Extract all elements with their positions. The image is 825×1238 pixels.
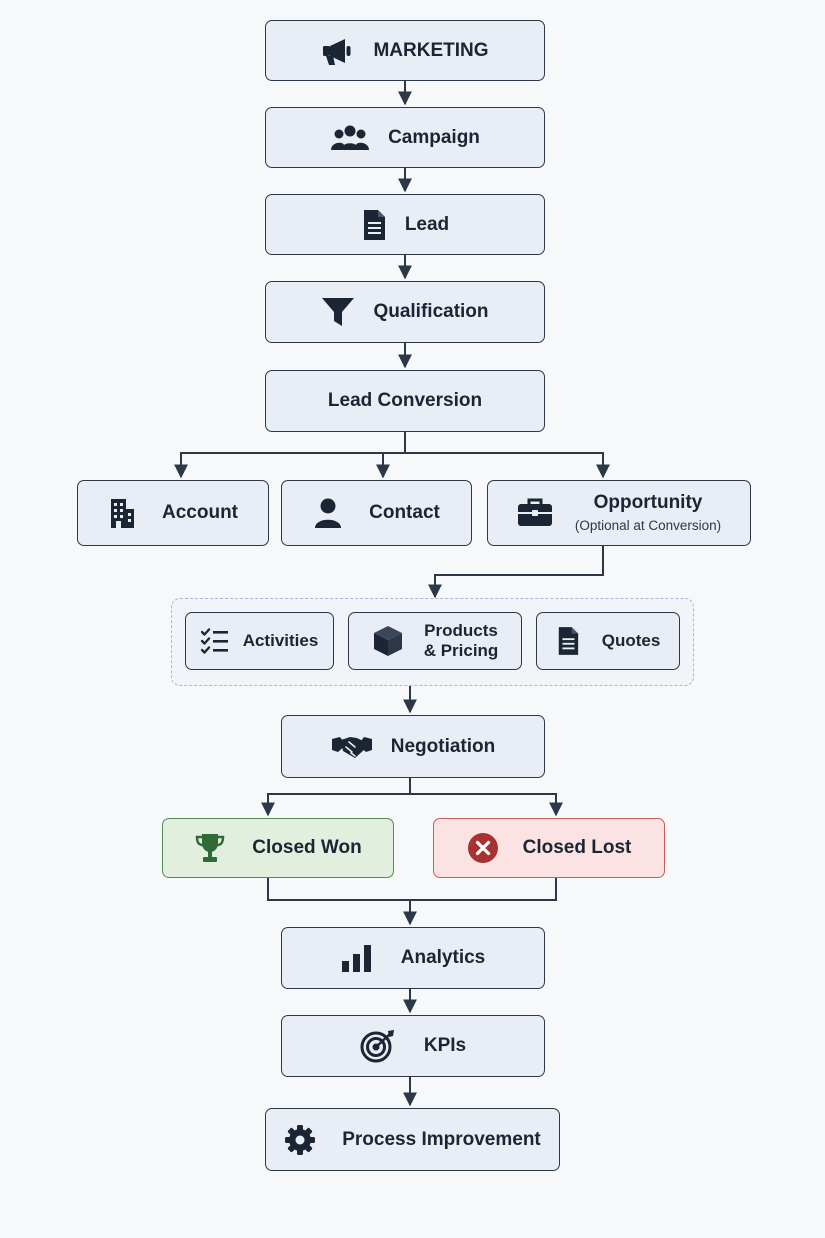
box-icon bbox=[372, 625, 404, 657]
node-marketing: MARKETING bbox=[265, 20, 545, 81]
node-account: Account bbox=[77, 480, 269, 546]
node-analytics-label: Analytics bbox=[400, 947, 486, 968]
document-icon bbox=[361, 209, 387, 241]
node-opportunity-label: Opportunity bbox=[593, 491, 703, 513]
briefcase-icon bbox=[517, 498, 553, 528]
node-qualification-label: Qualification bbox=[373, 301, 489, 322]
node-contact: Contact bbox=[281, 480, 472, 546]
node-negotiation-label: Negotiation bbox=[390, 735, 496, 757]
building-icon bbox=[108, 497, 136, 529]
person-icon bbox=[313, 497, 343, 529]
node-lead-conversion-label: Lead Conversion bbox=[327, 390, 483, 411]
node-kpis: KPIs bbox=[281, 1015, 545, 1077]
gear-icon bbox=[284, 1124, 316, 1156]
node-lead-label: Lead bbox=[404, 213, 450, 235]
node-products-label-line1: Products bbox=[424, 620, 498, 640]
node-closed-won-label: Closed Won bbox=[252, 837, 362, 858]
node-closed-won: Closed Won bbox=[162, 818, 394, 878]
node-lead-conversion: Lead Conversion bbox=[265, 370, 545, 432]
node-contact-label: Contact bbox=[369, 502, 440, 523]
handshake-icon bbox=[331, 733, 373, 761]
split-connector bbox=[180, 452, 604, 477]
node-activities-label: Activities bbox=[242, 631, 319, 650]
node-opportunity-note: (Optional at Conversion) bbox=[574, 518, 722, 534]
node-analytics: Analytics bbox=[281, 927, 545, 989]
node-account-label: Account bbox=[162, 502, 238, 523]
node-quotes: Quotes bbox=[536, 612, 680, 670]
node-kpis-label: KPIs bbox=[423, 1035, 467, 1056]
funnel-icon bbox=[321, 296, 355, 328]
node-opportunity: Opportunity (Optional at Conversion) bbox=[487, 480, 751, 546]
node-negotiation: Negotiation bbox=[281, 715, 545, 778]
document-icon bbox=[556, 626, 580, 656]
node-products-pricing: Products & Pricing bbox=[348, 612, 522, 670]
node-activities: Activities bbox=[185, 612, 334, 670]
node-lead: Lead bbox=[265, 194, 545, 255]
node-campaign: Campaign bbox=[265, 107, 545, 168]
megaphone-icon bbox=[321, 36, 355, 66]
node-process-improvement-label: Process Improvement bbox=[342, 1128, 541, 1150]
node-quotes-label: Quotes bbox=[601, 631, 661, 650]
arrow-opportunity-activities-group bbox=[428, 546, 604, 599]
people-group-icon bbox=[330, 124, 370, 152]
node-campaign-label: Campaign bbox=[388, 126, 480, 148]
merge-outcomes bbox=[267, 878, 557, 901]
node-closed-lost: Closed Lost bbox=[433, 818, 665, 878]
target-icon bbox=[360, 1029, 396, 1063]
node-process-improvement: Process Improvement bbox=[265, 1108, 560, 1171]
split-negotiation-outcomes bbox=[267, 793, 557, 815]
bar-chart-icon bbox=[341, 943, 373, 973]
node-qualification: Qualification bbox=[265, 281, 545, 343]
node-products-label-line2: & Pricing bbox=[423, 641, 499, 660]
close-circle-icon bbox=[467, 832, 499, 864]
node-closed-lost-label: Closed Lost bbox=[522, 837, 632, 858]
checklist-icon bbox=[200, 628, 229, 654]
trophy-icon bbox=[194, 832, 226, 864]
node-marketing-label: MARKETING bbox=[373, 39, 489, 61]
